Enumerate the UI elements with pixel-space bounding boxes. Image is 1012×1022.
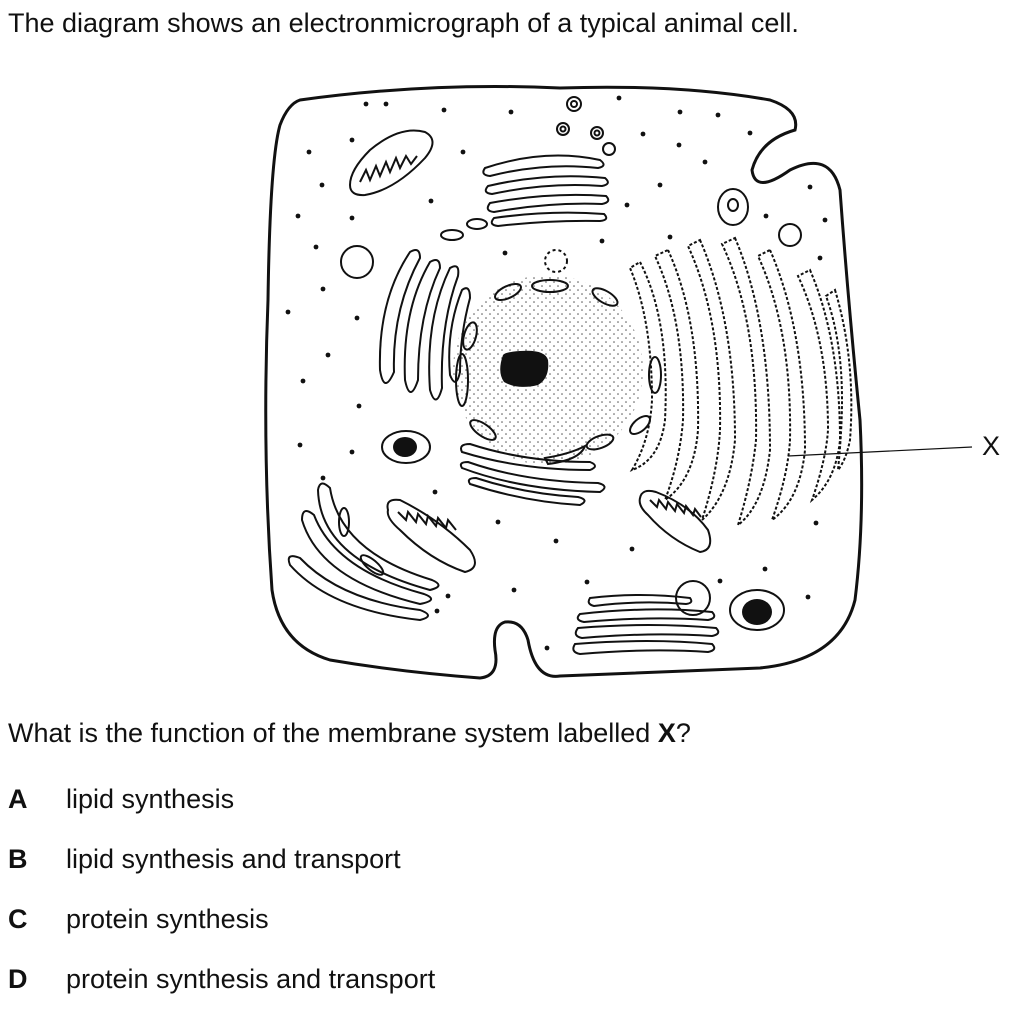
question-bold: X <box>657 718 676 748</box>
golgi-apparatus-middle <box>459 442 606 507</box>
membrane-stack-left <box>378 249 472 401</box>
option-letter: D <box>8 964 28 994</box>
golgi-apparatus-bottom <box>572 594 720 656</box>
option-text: lipid synthesis <box>66 784 235 814</box>
cell-membrane <box>264 85 864 680</box>
free-ribosomes <box>285 95 828 651</box>
animal-cell-diagram: X <box>264 85 1000 680</box>
nucleus <box>453 249 662 465</box>
mitochondrion-top <box>348 129 434 197</box>
option-letter: C <box>8 904 28 934</box>
option-letter: B <box>8 844 28 874</box>
label-x: X <box>982 431 1000 461</box>
mitochondrion-lower-right <box>638 489 712 554</box>
rough-endoplasmic-reticulum <box>628 236 853 528</box>
centriole <box>544 249 568 273</box>
question-text: What is the function of the membrane sys… <box>8 716 691 750</box>
mitochondrion-lower-left <box>386 498 476 574</box>
option-text: protein synthesis and transport <box>66 964 436 994</box>
lysosomes <box>381 430 785 631</box>
vesicles <box>340 188 802 616</box>
option-text: protein synthesis <box>66 904 269 934</box>
question-before: What is the function of the membrane sys… <box>8 718 658 748</box>
nucleolus <box>500 350 549 387</box>
intro-text: The diagram shows an electronmicrograph … <box>8 8 799 38</box>
membrane-stack-lower-left <box>287 482 440 622</box>
question-after: ? <box>675 718 691 748</box>
option-text: lipid synthesis and transport <box>66 844 401 874</box>
option-letter: A <box>8 784 28 814</box>
golgi-apparatus-top <box>440 96 616 241</box>
label-x-pointer <box>787 446 973 457</box>
